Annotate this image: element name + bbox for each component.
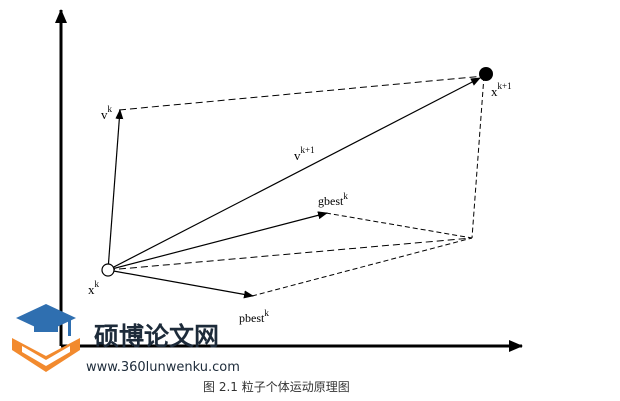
particle-current-position <box>101 263 115 277</box>
vector-vk1 <box>107 77 481 271</box>
vector-vk <box>107 109 124 271</box>
dashed-xk1-to-pbest-side <box>471 75 485 239</box>
watermark-brand: 硕博论文网 <box>94 322 219 351</box>
dashed-gbest-to-vertex <box>325 212 473 239</box>
label-x-k: xk <box>88 279 100 297</box>
logo-book-icon <box>12 338 80 372</box>
label-v-k: vk <box>101 104 113 122</box>
label-gbest: gbestk <box>318 191 348 208</box>
logo-cap-icon <box>16 304 76 332</box>
particle-next-position <box>479 67 493 81</box>
vector-pbest <box>107 269 254 299</box>
label-x-k1: xk+1 <box>491 81 512 99</box>
figure-caption: 图 2.1 粒子个体运动原理图 <box>203 379 350 394</box>
dashed-pbest-to-vertex <box>251 237 473 297</box>
watermark-url: www.360lunwenku.com <box>86 360 240 375</box>
dashed-xk-to-vertex <box>107 237 473 271</box>
label-pbest: pbestk <box>239 308 269 325</box>
label-v-k1: vk+1 <box>294 145 315 163</box>
watermark-logo <box>12 304 80 372</box>
dashed-vk-to-xk1 <box>118 75 485 111</box>
vector-gbest <box>107 211 328 271</box>
